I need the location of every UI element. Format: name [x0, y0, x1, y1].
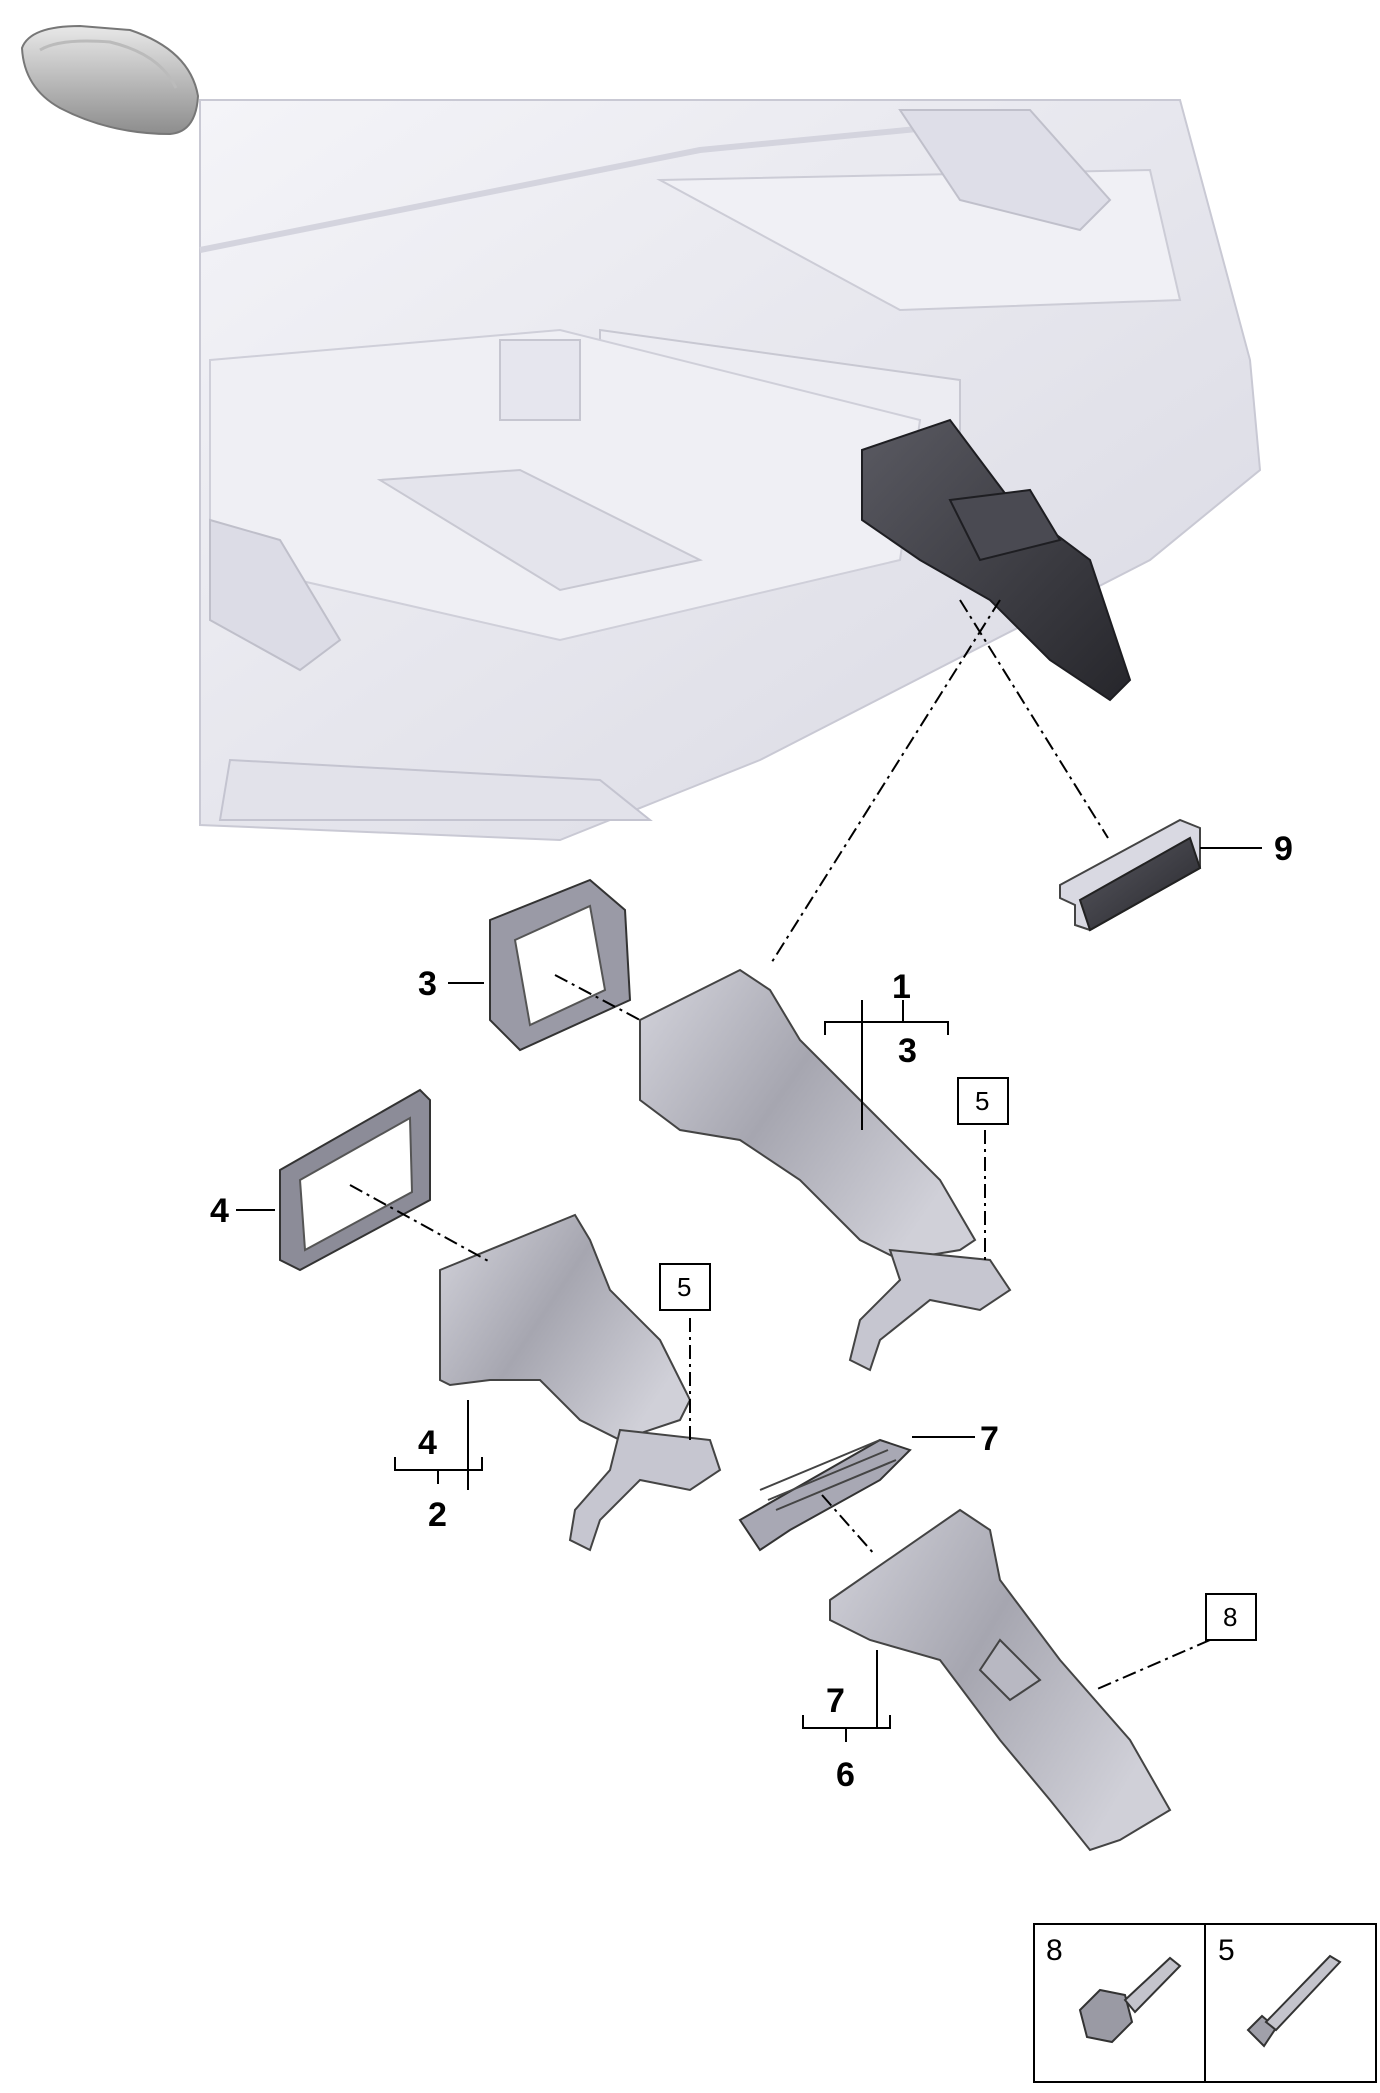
callout-2-sub-4: 4 [418, 1424, 437, 1462]
leader-lines [236, 847, 1262, 1742]
legend-label-8: 8 [1046, 1934, 1063, 1967]
boxed-callout-8: 8 [1205, 1593, 1257, 1641]
callout-1: 1 [892, 968, 911, 1006]
part-6-air-duct [829, 1508, 1172, 1852]
boxed-callout-5-a: 5 [957, 1077, 1009, 1125]
callout-6: 6 [836, 1756, 855, 1794]
part-3-gasket [489, 878, 632, 1052]
callout-3-gasket: 3 [418, 965, 437, 1003]
torx-bolt-icon [1246, 1954, 1342, 2048]
svg-text:8: 8 [1223, 1602, 1237, 1632]
installed-air-duct [861, 418, 1132, 702]
callout-2: 2 [428, 1496, 447, 1534]
part-7-insert [738, 1438, 912, 1552]
svg-text:5: 5 [677, 1272, 691, 1302]
callout-1-sub-3: 3 [898, 1032, 917, 1070]
part-4-gasket [279, 1088, 431, 1272]
part-1-air-duct [639, 968, 1012, 1372]
legend-label-5: 5 [1218, 1934, 1235, 1967]
callout-6-sub-7: 7 [826, 1682, 845, 1720]
svg-text:5: 5 [975, 1086, 989, 1116]
callout-4-gasket: 4 [210, 1192, 229, 1230]
part-2-air-duct [439, 1213, 722, 1552]
callout-labels: 9 3 1 3 4 4 2 7 7 6 [210, 830, 1293, 1794]
part-9-bracket [1059, 818, 1202, 932]
boxed-callout-5-b: 5 [659, 1263, 711, 1311]
callout-7-insert: 7 [980, 1420, 999, 1458]
callout-9: 9 [1274, 830, 1293, 868]
battery-housing [199, 99, 1262, 842]
hex-bolt-icon [1078, 1956, 1182, 2044]
car-silhouette-icon [20, 24, 200, 136]
fastener-legend: 8 5 [1033, 1923, 1377, 2083]
assembly-lines [349, 599, 1211, 1691]
